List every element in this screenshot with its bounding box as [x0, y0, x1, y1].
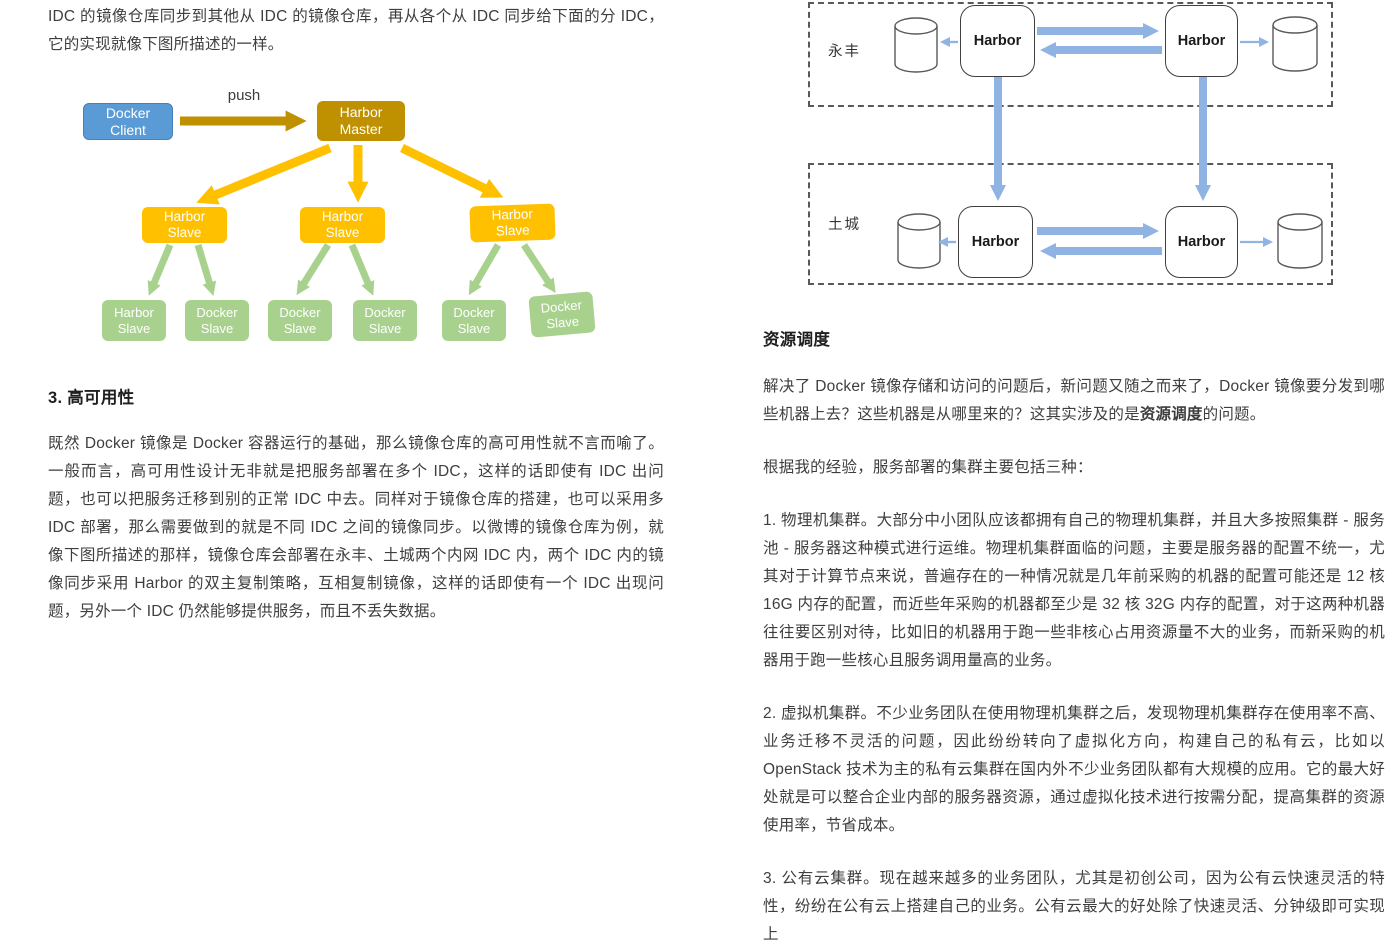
database-icon-yongfeng-right: [1272, 16, 1318, 72]
slave1-to-leaf2-arrow: [194, 243, 217, 297]
docker-client-node: Docker Client: [83, 103, 173, 140]
zone-label-yongfeng: 永丰: [828, 44, 861, 60]
idc-harbor-replication-diagram: 永丰 土城: [0, 0, 1394, 300]
vm-cluster-paragraph: 2. 虚拟机集群。不少业务团队在使用物理机集群之后，发现物理机集群存在使用率不高…: [763, 705, 1385, 834]
push-arrow-label: push: [227, 87, 261, 104]
slave3-to-leaf5-arrow: [468, 243, 502, 296]
database-icon-tucheng-left: [897, 213, 941, 269]
slave3-to-leaf6-arrow: [521, 243, 556, 294]
section-heading-resource-scheduling: 资源调度: [763, 331, 831, 349]
database-icon-yongfeng-left: [894, 17, 938, 73]
harbor-master-node: Harbor Master: [317, 101, 405, 141]
high-availability-paragraph: 既然 Docker 镜像是 Docker 容器运行的基础，那么镜像仓库的高可用性…: [48, 435, 664, 620]
public-cloud-cluster-paragraph: 3. 公有云集群。现在越来越多的业务团队，尤其是初创公司，因为公有云快速灵活的特…: [763, 870, 1385, 943]
idc-arrows-layer: [894, 16, 1323, 269]
resource-scheduling-intro-paragraph: 解决了 Docker 镜像存储和访问的问题后，新问题又随之而来了，Docker …: [763, 378, 1385, 423]
slave2-to-leaf4-arrow: [348, 243, 375, 296]
harbor-node-tucheng-right: Harbor: [1165, 206, 1238, 278]
harbor-node-yongfeng-left: Harbor: [960, 5, 1035, 77]
idc-zone-tucheng: 土城: [808, 163, 1333, 285]
harbor-node-tucheng-left: Harbor: [958, 206, 1033, 278]
idc-zone-yongfeng: 永丰: [808, 2, 1333, 107]
replication-arrows-layer: [147, 110, 556, 297]
master-to-slave3-arrow: [400, 143, 504, 198]
slave1-to-leaf1-arrow: [147, 243, 174, 296]
harbor-node-yongfeng-right: Harbor: [1165, 5, 1238, 77]
zone-label-tucheng: 土城: [828, 217, 861, 233]
master-to-slave1-arrow: [196, 143, 332, 205]
intro-paragraph: IDC 的镜像仓库同步到其他从 IDC 的镜像仓库，再从各个从 IDC 同步给下…: [48, 8, 664, 53]
right-column: 资源调度 解决了 Docker 镜像存储和访问的问题后，新问题又随之而来了，Do…: [763, 326, 1385, 949]
slave2-to-leaf3-arrow: [296, 243, 331, 296]
database-icon-tucheng-right: [1277, 213, 1323, 269]
cluster-types-lead-paragraph: 根据我的经验，服务部署的集群主要包括三种：: [763, 459, 1093, 476]
physical-cluster-paragraph: 1. 物理机集群。大部分中小团队应该都拥有自己的物理机集群，并且大多按照集群 -…: [763, 512, 1385, 669]
resource-scheduling-bold-term: 资源调度: [1139, 406, 1203, 423]
section-heading-high-availability: 3. 高可用性: [48, 389, 135, 407]
